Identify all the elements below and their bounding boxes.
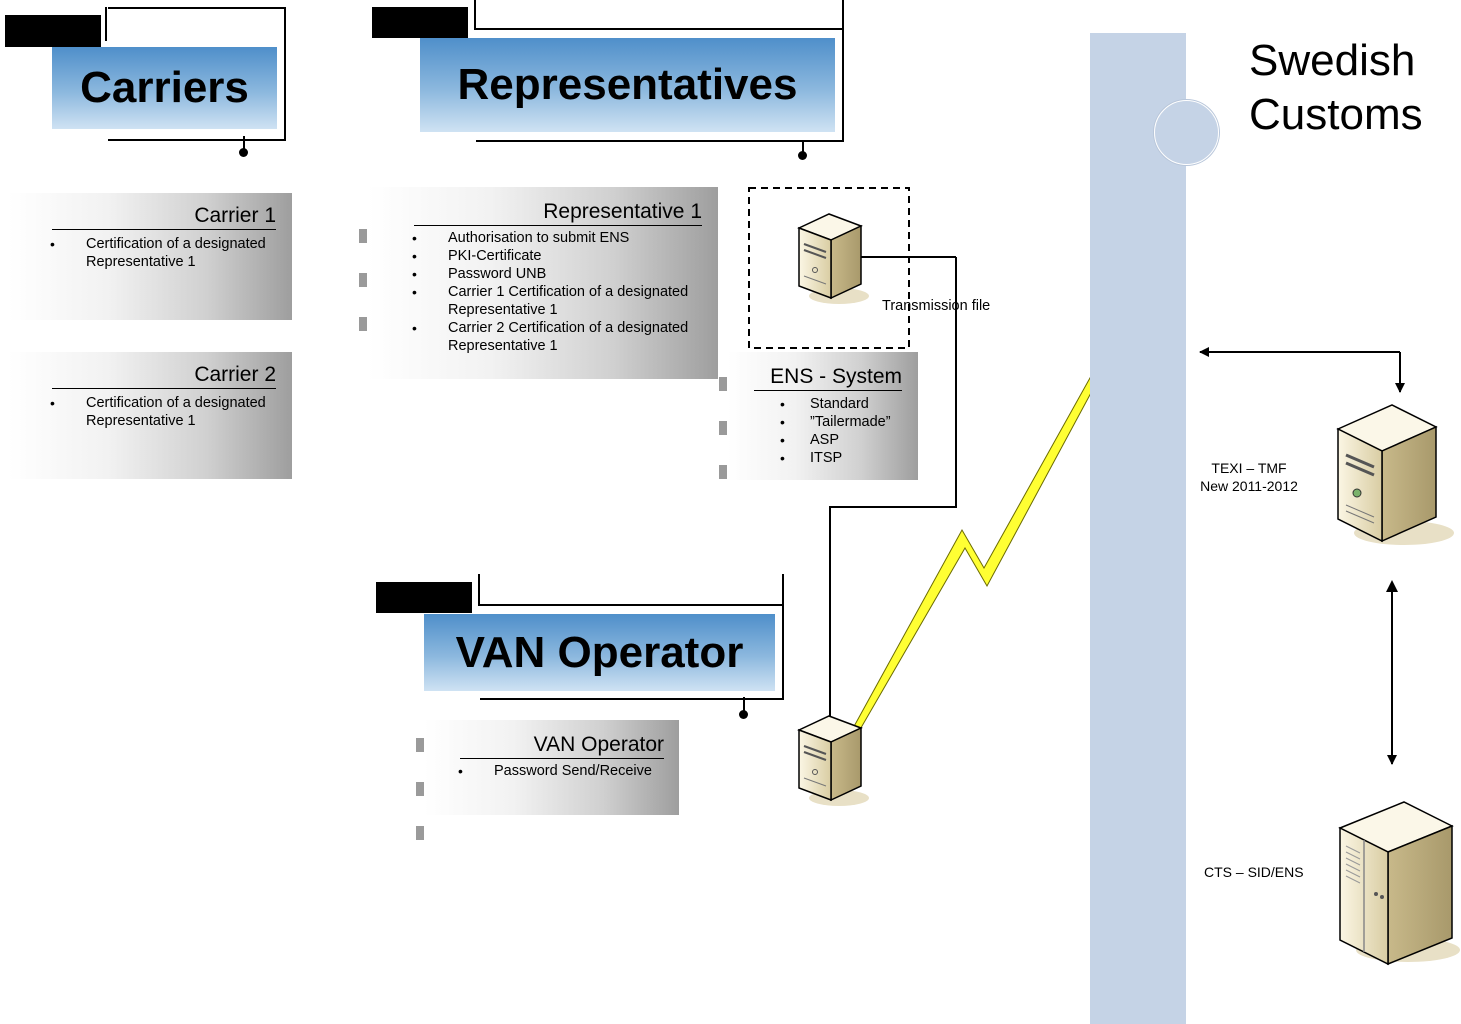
carrier-2-card: Carrier 2 Certification of a designated … <box>8 352 292 479</box>
customs-title: Swedish Customs <box>1249 36 1423 139</box>
representative-1-card: Representative 1 Authorisation to submit… <box>368 187 718 379</box>
van-title: VAN Operator <box>424 614 775 691</box>
van-title-text: VAN Operator <box>455 627 744 677</box>
carrier-2-title: Carrier 2 <box>52 362 276 389</box>
list-item: ”Tailermade” <box>780 413 914 431</box>
carrier-1-list: Certification of a designated Representa… <box>50 235 290 271</box>
representative-tabs <box>359 229 367 361</box>
list-item: Certification of a designated Representa… <box>50 235 290 271</box>
server-icon <box>1336 404 1454 545</box>
cts-label: CTS – SID/ENS <box>1204 864 1304 880</box>
ens-system-title: ENS - System <box>754 364 902 391</box>
representatives-dot <box>798 151 807 160</box>
van-tabs <box>416 738 424 870</box>
carriers-title-text: Carriers <box>80 63 249 112</box>
list-item: Authorisation to submit ENS <box>412 229 712 247</box>
ens-server-dashed-frame <box>748 187 910 349</box>
carriers-header-frame <box>108 7 286 141</box>
customs-pillar <box>1090 33 1186 1024</box>
carriers-connector <box>243 136 245 152</box>
list-item: Standard <box>780 395 914 413</box>
van-dot <box>739 710 748 719</box>
carrier-1-title: Carrier 1 <box>52 203 276 230</box>
carrier-2-list: Certification of a designated Representa… <box>50 394 290 430</box>
van-header-top <box>478 604 782 606</box>
carriers-title: Carriers <box>52 47 277 129</box>
transmission-path <box>825 257 957 753</box>
transmission-label: Transmission file <box>882 298 991 314</box>
list-item: Password Send/Receive <box>458 762 673 780</box>
server-icon <box>797 715 869 806</box>
list-item: Certification of a designated Representa… <box>50 394 290 430</box>
van-header-tab <box>376 582 472 613</box>
list-item: Password UNB <box>412 265 712 283</box>
texi-label: TEXI – TMF New 2011-2012 <box>1200 460 1298 494</box>
van-connector <box>743 697 745 711</box>
ens-system-card: ENS - System Standard ”Tailermade” ASP I… <box>728 352 918 480</box>
van-operator-list: Password Send/Receive <box>458 762 673 780</box>
texi-cts-arrow-up <box>1386 580 1398 592</box>
van-operator-card-title: VAN Operator <box>460 732 664 759</box>
carriers-header-tab <box>5 15 101 47</box>
carrier-1-card: Carrier 1 Certification of a designated … <box>8 193 292 320</box>
representative-1-list: Authorisation to submit ENS PKI-Certific… <box>412 229 712 355</box>
list-item: ITSP <box>780 449 914 467</box>
representatives-title-text: Representatives <box>457 60 798 109</box>
van-header-stub <box>478 574 480 606</box>
representatives-header-tab <box>372 7 468 38</box>
customs-circle <box>1154 100 1219 165</box>
van-header-frame <box>480 574 784 700</box>
representatives-connector <box>802 140 804 154</box>
representatives-title: Representatives <box>420 38 835 132</box>
representatives-header-frame <box>476 0 844 142</box>
carriers-header-stub <box>105 7 111 41</box>
list-item: Carrier 2 Certification of a designated … <box>412 319 712 355</box>
server-icon <box>1338 801 1460 966</box>
list-item: Carrier 1 Certification of a designated … <box>412 283 712 319</box>
representatives-header-stub <box>474 0 476 30</box>
ens-system-list: Standard ”Tailermade” ASP ITSP <box>780 395 914 467</box>
carriers-dot <box>239 148 248 157</box>
van-operator-card: VAN Operator Password Send/Receive <box>424 720 679 815</box>
representative-1-title: Representative 1 <box>414 199 702 226</box>
list-item: PKI-Certificate <box>412 247 712 265</box>
ens-tabs <box>719 377 727 509</box>
list-item: ASP <box>780 431 914 449</box>
server-icon <box>797 213 869 304</box>
representatives-header-top <box>474 28 842 30</box>
